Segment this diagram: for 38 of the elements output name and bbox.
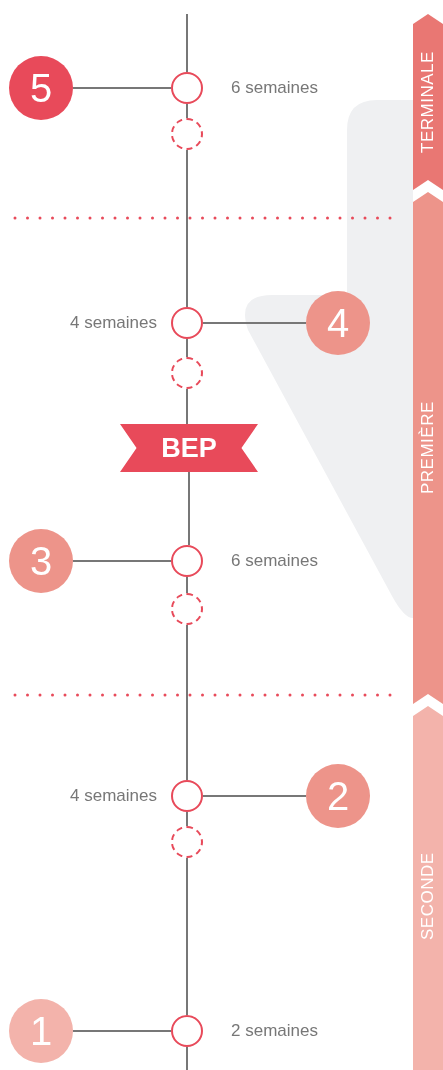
dashed-circle xyxy=(171,826,203,858)
duration-text: 6 semaines xyxy=(231,78,318,98)
dashed-circle xyxy=(171,593,203,625)
timeline-circle xyxy=(171,780,203,812)
timeline-circle xyxy=(171,545,203,577)
number-badge: 5 xyxy=(9,56,73,120)
duration-text: 6 semaines xyxy=(231,551,318,571)
timeline-line xyxy=(186,576,188,594)
duration-text: 4 semaines xyxy=(70,786,157,806)
connector-line xyxy=(72,1030,172,1032)
number-badge: 1 xyxy=(9,999,73,1063)
dashed-circle xyxy=(171,357,203,389)
connector-line xyxy=(72,87,172,89)
connector-line xyxy=(202,322,307,324)
timeline-line xyxy=(186,149,188,308)
level-band: SECONDE xyxy=(413,706,443,1070)
dashed-circle xyxy=(171,118,203,150)
timeline-line xyxy=(186,857,188,1016)
timeline-line xyxy=(186,1046,188,1070)
timeline-circle xyxy=(171,1015,203,1047)
level-band: PREMIÈRE xyxy=(413,192,443,704)
timeline-circle xyxy=(171,72,203,104)
connector-line xyxy=(202,795,307,797)
ribbon-banner: BEP xyxy=(120,424,258,472)
timeline-line xyxy=(186,338,188,358)
number-badge: 2 xyxy=(306,764,370,828)
timeline-line xyxy=(186,13,188,73)
timeline-circle xyxy=(171,307,203,339)
timeline-line xyxy=(186,811,188,827)
timeline-line xyxy=(188,471,190,546)
timeline-line xyxy=(186,388,188,425)
number-badge: 3 xyxy=(9,529,73,593)
level-band: TERMINALE xyxy=(413,14,443,190)
timeline-line xyxy=(186,624,188,781)
duration-text: 4 semaines xyxy=(70,313,157,333)
duration-text: 2 semaines xyxy=(231,1021,318,1041)
timeline-line xyxy=(186,103,188,119)
connector-line xyxy=(72,560,172,562)
